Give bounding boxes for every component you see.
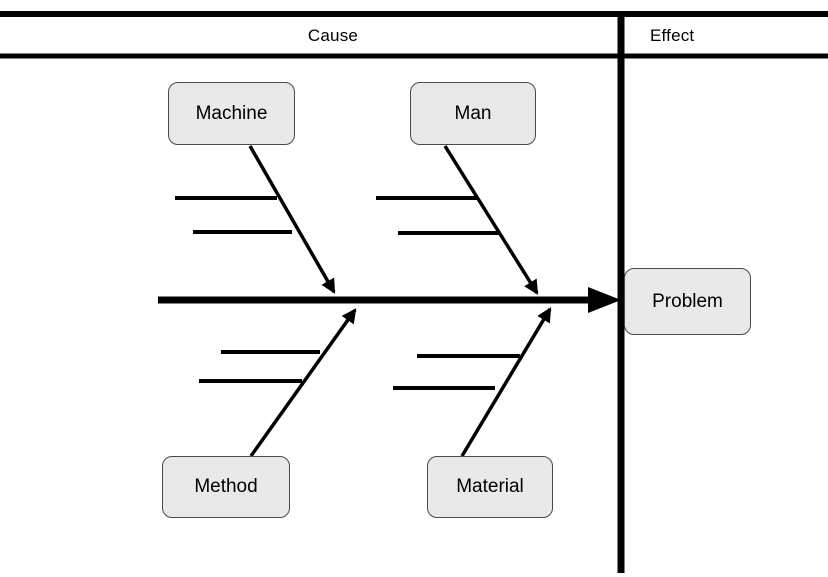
branch-man-arrow [443,145,539,295]
cause-header-label: Cause [307,25,359,45]
branch-machine-arrow [248,145,336,294]
category-node-machine: Machine [168,82,295,145]
effect-node-problem: Problem [624,268,751,335]
man-sub-branch-lines [376,196,499,235]
material-sub-branch-lines [393,354,520,390]
spine-arrow [158,287,621,313]
category-node-man: Man [410,82,536,145]
effect-header-label: Effect [650,25,695,45]
category-node-material: Material [427,456,553,518]
branch-material-arrow [460,307,552,457]
method-sub-branch-lines [199,350,320,383]
category-node-method: Method [162,456,290,518]
machine-sub-branch-lines [175,196,292,234]
branch-method-arrow [249,308,357,458]
